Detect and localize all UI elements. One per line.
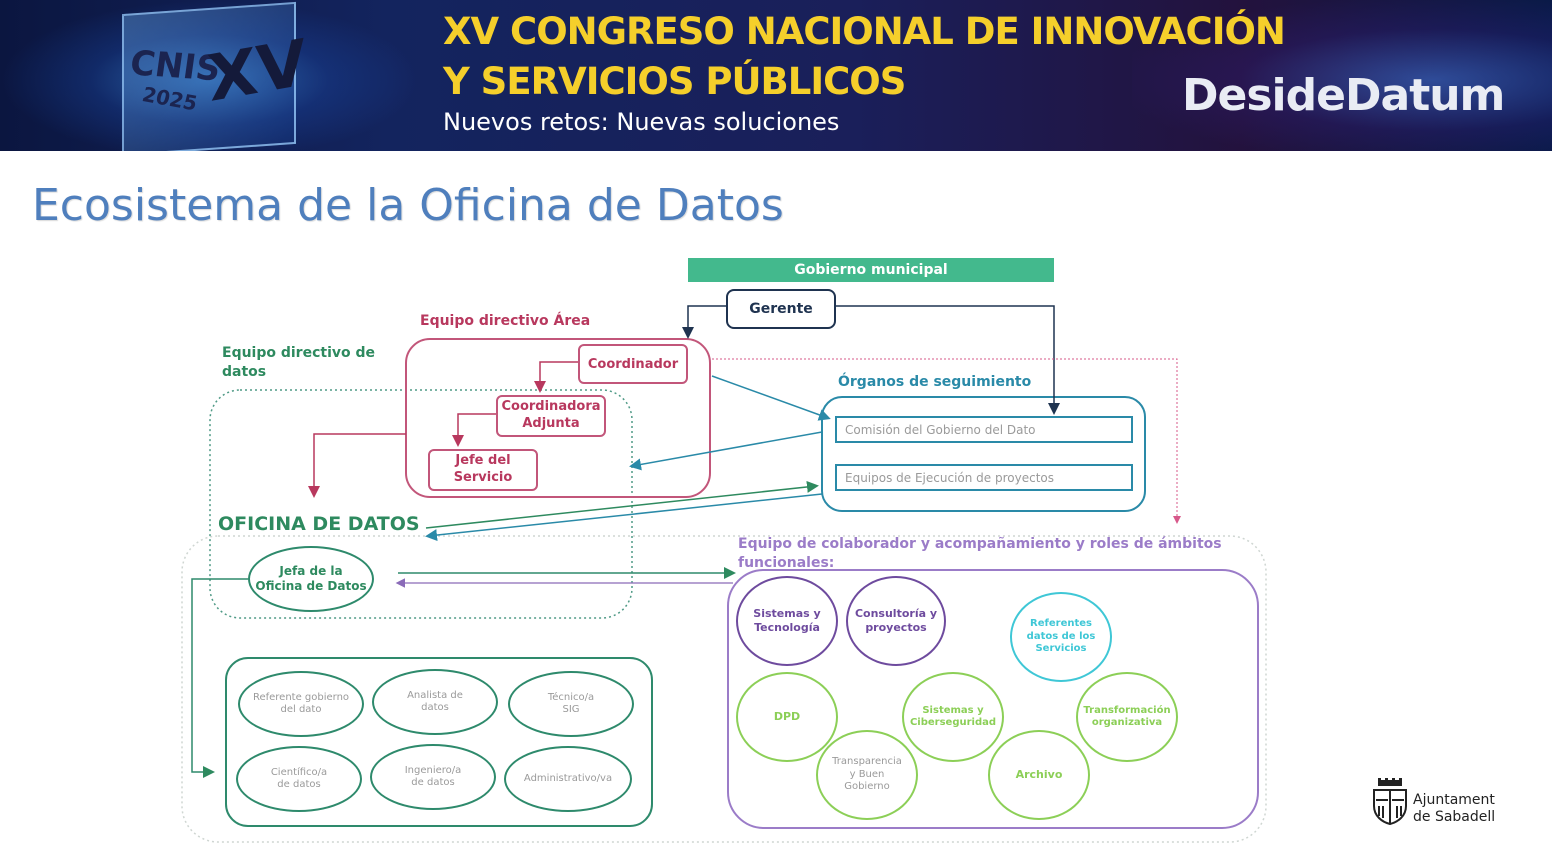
role-tecnico-sig: Técnico/a SIG — [508, 671, 634, 737]
outer-dotted-boundary — [181, 535, 1267, 843]
colab-transformacion: Transformación organizativa — [1076, 672, 1178, 762]
role-referente-gobierno: Referente gobierno del dato — [238, 671, 364, 737]
header-banner: CNIS 2025 XV XV CONGRESO NACIONAL DE INN… — [0, 0, 1552, 151]
banner-subtitle: Nuevos retos: Nuevas soluciones — [443, 108, 840, 136]
banner-title-line1: XV CONGRESO NACIONAL DE INNOVACIÓN — [443, 10, 1286, 53]
colab-transparencia: Transparencia y Buen Gobierno — [816, 730, 918, 820]
ajuntament-line1: Ajuntament — [1413, 792, 1495, 808]
banner-title-line2: Y SERVICIOS PÚBLICOS — [443, 60, 906, 103]
equipo-area-label: Equipo directivo Área — [420, 313, 591, 329]
colab-dpd: DPD — [736, 672, 838, 762]
role-ingeniero-datos: Ingeniero/a de datos — [370, 744, 496, 810]
slide-title: Ecosistema de la Oficina de Datos — [32, 180, 784, 231]
jefa-oficina-node: Jefa de la Oficina de Datos — [248, 546, 374, 612]
ajuntament-shield-icon — [1373, 778, 1407, 826]
desidedatum-logo: DesideDatum — [1182, 70, 1505, 121]
role-cientifico-datos: Científico/a de datos — [236, 746, 362, 812]
ajuntament-logo-text: Ajuntament de Sabadell — [1413, 792, 1495, 826]
equipo-datos-dotted-box — [209, 389, 633, 619]
colab-archivo: Archivo — [988, 730, 1090, 820]
colaborador-box — [727, 569, 1259, 829]
colab-referentes: Referentes datos de los Servicios — [1010, 592, 1112, 682]
equipos-ejecucion-box: Equipos de Ejecución de proyectos — [835, 464, 1133, 491]
coordinador-box: Coordinador — [578, 344, 688, 384]
role-analista-datos: Analista de datos — [372, 669, 498, 735]
oficina-datos-label: OFICINA DE DATOS — [218, 513, 420, 535]
organos-box — [821, 396, 1146, 512]
organos-label: Órganos de seguimiento — [838, 374, 1032, 390]
oficina-roles-box — [225, 657, 653, 827]
ajuntament-line2: de Sabadell — [1413, 809, 1496, 825]
equipo-area-box — [405, 338, 711, 498]
jefe-servicio-box: Jefe del Servicio — [428, 449, 538, 491]
comision-box: Comisión del Gobierno del Dato — [835, 416, 1133, 443]
gobierno-municipal-bar: Gobierno municipal — [688, 258, 1054, 282]
colab-sistemas-tecnologia: Sistemas y Tecnología — [736, 576, 838, 666]
equipo-datos-label: Equipo directivo de datos — [222, 345, 376, 380]
coordinadora-adjunta-box: Coordinadora Adjunta — [496, 395, 606, 437]
colab-consultoria: Consultoría y proyectos — [846, 576, 946, 666]
gerente-box: Gerente — [726, 289, 836, 329]
role-administrativo: Administrativo/va — [504, 746, 632, 812]
colaborador-label: Equipo de colaborador y acompañamiento y… — [738, 536, 1222, 571]
colab-ciberseguridad: Sistemas y Ciberseguridad — [902, 672, 1004, 762]
